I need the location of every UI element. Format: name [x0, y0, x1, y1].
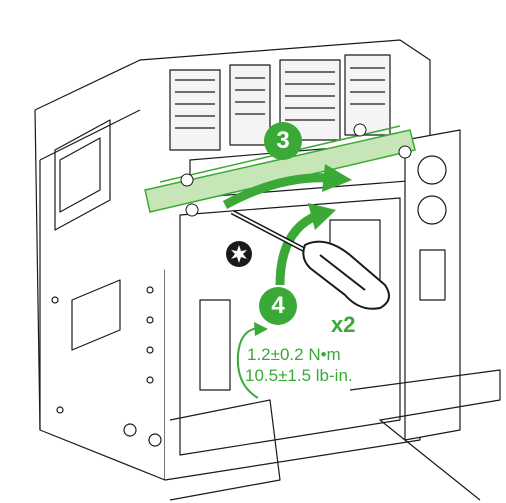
- chassis-left-edge: [39, 109, 141, 430]
- quantity-label: x2: [331, 312, 356, 337]
- screwdriver: [230, 209, 390, 310]
- step-4-label: 4: [271, 292, 285, 319]
- torx-screwdriver-icon: [226, 241, 252, 267]
- right-hole-1: [417, 155, 447, 185]
- cross-bar: [144, 123, 416, 217]
- torque-imperial: 10.5±1.5 lb-in.: [245, 366, 353, 385]
- right-column: [404, 129, 461, 441]
- torque-metric: 1.2±0.2 N•m: [247, 345, 341, 364]
- step-3-label: 3: [276, 127, 290, 154]
- rail-right: [349, 369, 501, 501]
- breaker-chassis: [34, 39, 501, 501]
- screw-left-bottom: [185, 203, 199, 217]
- step-4-badge: [259, 287, 297, 325]
- step-3-badge: [264, 122, 302, 160]
- insert-arrow-head: [322, 164, 352, 192]
- slot-left: [199, 299, 231, 391]
- rail-left: [169, 399, 281, 501]
- right-slot: [419, 249, 446, 301]
- right-hole-2: [417, 195, 447, 225]
- chassis-front: [164, 179, 421, 481]
- tighten-arrow-head: [308, 203, 336, 230]
- screw-right-top: [353, 123, 367, 137]
- side-window: [54, 119, 111, 231]
- insert-arrow: [222, 173, 331, 209]
- torque-rotation-arrow: [236, 322, 268, 399]
- screw-left-top: [180, 173, 194, 187]
- screw-right-bottom: [398, 145, 412, 159]
- terminal-blocks: [169, 54, 391, 151]
- side-plate: [71, 279, 121, 351]
